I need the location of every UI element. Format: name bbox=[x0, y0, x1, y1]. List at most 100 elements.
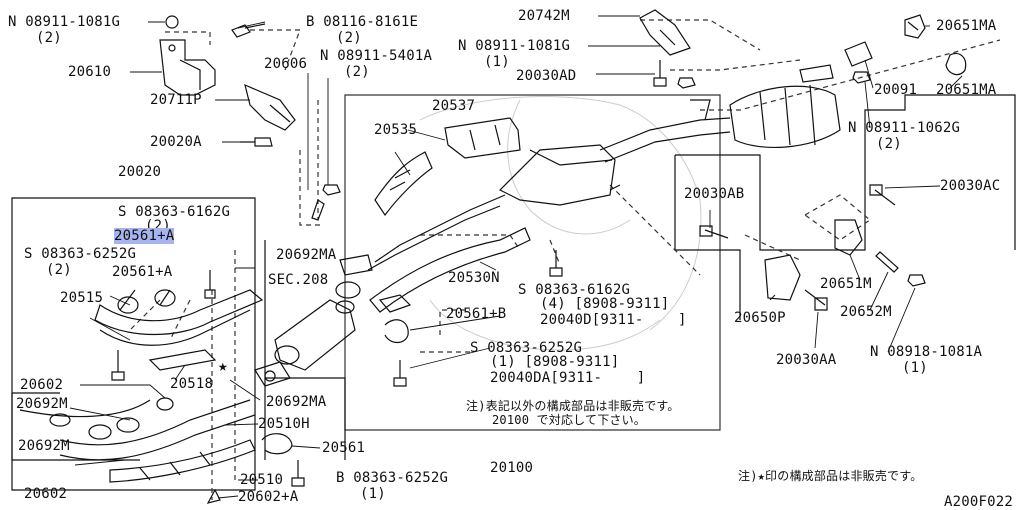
label-qty: (2) bbox=[46, 262, 72, 278]
bolt-20030ac bbox=[869, 184, 896, 206]
nut-08918-1081a bbox=[907, 274, 926, 287]
rear-muffler bbox=[690, 64, 841, 148]
label-qty: (2) bbox=[344, 64, 370, 80]
note-star-non-sale: 注)★印の構成部品は非販売です。 bbox=[738, 469, 923, 483]
label-n08918-1081a: N 08918-1081A bbox=[870, 344, 983, 360]
label-20602-a: 20602+A bbox=[238, 489, 299, 505]
label-20692ma: 20692MA bbox=[276, 247, 337, 263]
label-20602: 20602 bbox=[20, 377, 64, 393]
star-marker: ★ bbox=[218, 356, 228, 375]
bolt-20030ab bbox=[699, 225, 729, 239]
mount-20651ma-a bbox=[904, 14, 926, 39]
note-use-20100: 20100 で対応して下さい。 bbox=[492, 413, 646, 427]
label-s08363-6252g: S 08363-6252G bbox=[24, 246, 137, 262]
label-20040da: 20040DA[9311- ] bbox=[490, 370, 646, 386]
bolt-20040da bbox=[393, 360, 407, 387]
label-s08363-6162g: S 08363-6162G bbox=[518, 282, 631, 298]
bracket-20610 bbox=[159, 39, 216, 96]
label-20692m: 20692M bbox=[16, 396, 68, 412]
watermark-emblem bbox=[419, 96, 702, 351]
label-b08363-6252g: B 08363-6252G bbox=[336, 470, 449, 486]
label-qty-range: (1) [8908-9311] bbox=[490, 354, 620, 370]
label-sec208: SEC.208 bbox=[268, 272, 329, 288]
bolt-08363-6252g-b bbox=[291, 460, 305, 487]
label-20650p: 20650P bbox=[734, 310, 786, 326]
clamp-20561 bbox=[261, 433, 293, 455]
label-20651ma: 20651MA bbox=[936, 18, 997, 34]
heat-shield-20535 bbox=[374, 151, 433, 217]
label-20537: 20537 bbox=[432, 98, 476, 114]
cap-20091 bbox=[844, 41, 873, 67]
mount-20651ma-b bbox=[945, 52, 967, 76]
label-20510: 20510 bbox=[240, 472, 284, 488]
frame-sec208 bbox=[264, 240, 346, 460]
bracket-20711p bbox=[244, 83, 296, 131]
label-20030ad: 20030AD bbox=[516, 68, 577, 84]
label-20652m: 20652M bbox=[840, 304, 892, 320]
rod-20652m bbox=[875, 251, 899, 273]
nut-08911-1081g-b bbox=[677, 77, 696, 89]
label-b08116-8161e: B 08116-8161E bbox=[306, 14, 419, 30]
bolt-08363-6252g-a bbox=[111, 350, 125, 381]
catalytic-converter bbox=[254, 281, 361, 387]
label-20561-a: 20561+A bbox=[112, 264, 173, 280]
heat-shield-20537 bbox=[444, 117, 521, 159]
label-20561-b: 20561+B bbox=[446, 306, 507, 322]
label-20692m: 20692M bbox=[18, 438, 70, 454]
clamp-20561b bbox=[384, 319, 409, 344]
bolt-20030ad bbox=[653, 60, 667, 87]
label-qty: (2) bbox=[336, 30, 362, 46]
label-20561: 20561 bbox=[322, 440, 366, 456]
nut-08911-5401 bbox=[322, 184, 341, 196]
label-20100: 20100 bbox=[490, 460, 534, 476]
mount-20650p bbox=[764, 254, 801, 301]
label-qty: (1) bbox=[360, 486, 386, 502]
nut-08911-1062g bbox=[852, 71, 871, 84]
mount-20651m bbox=[834, 219, 863, 256]
label-qty: (2) bbox=[36, 30, 62, 46]
label-n08911-5401a: N 08911-5401A bbox=[320, 48, 433, 64]
label-20602: 20602 bbox=[24, 486, 68, 502]
label-20030ac: 20030AC bbox=[940, 178, 1001, 194]
label-20561-a-highlighted[interactable]: 20561+A bbox=[114, 228, 175, 244]
label-20742m: 20742M bbox=[518, 8, 570, 24]
label-20515: 20515 bbox=[60, 290, 104, 306]
label-20711p: 20711P bbox=[150, 92, 202, 108]
frame-right-lower bbox=[674, 155, 741, 320]
diagram-code: A200F022 bbox=[944, 494, 1014, 510]
label-20518: 20518 bbox=[170, 376, 214, 392]
label-qty: (2) bbox=[876, 136, 902, 152]
bolt-20040d bbox=[549, 250, 563, 277]
label-20030aa: 20030AA bbox=[776, 352, 837, 368]
center-pipe-20530n bbox=[339, 194, 531, 313]
frame-20100 bbox=[344, 94, 721, 431]
label-n08911-1081g: N 08911-1081G bbox=[458, 38, 571, 54]
front-pipe-20020 bbox=[19, 289, 264, 504]
bolt-08363-6162g-a bbox=[204, 270, 216, 299]
label-20610: 20610 bbox=[68, 64, 112, 80]
label-20651ma: 20651MA bbox=[936, 82, 997, 98]
label-qty-range: (4) [8908-9311] bbox=[540, 296, 670, 312]
label-20040d: 20040D[9311- ] bbox=[540, 312, 687, 328]
note-non-sale-parts: 注)表記以外の構成部品は非販売です。 bbox=[466, 399, 680, 413]
bolt-20030aa bbox=[804, 289, 828, 311]
bolt-08116 bbox=[231, 23, 266, 38]
frame-muffler bbox=[675, 94, 1016, 251]
label-s08363-6162g: S 08363-6162G bbox=[118, 204, 231, 220]
label-qty: (1) bbox=[484, 54, 510, 70]
nut-08911 bbox=[165, 15, 179, 29]
label-20530n: 20530N bbox=[448, 270, 500, 286]
label-20510h: 20510H bbox=[258, 416, 310, 432]
label-20030ab: 20030AB bbox=[684, 186, 745, 202]
label-n08911-1081g: N 08911-1081G bbox=[8, 14, 121, 30]
stud-20606 bbox=[311, 199, 325, 221]
label-20606: 20606 bbox=[264, 56, 308, 72]
label-20091: 20091 bbox=[874, 82, 918, 98]
hanger-20742m bbox=[639, 9, 691, 56]
label-20535: 20535 bbox=[374, 122, 418, 138]
label-qty: (1) bbox=[902, 360, 928, 376]
label-20651m: 20651M bbox=[820, 276, 872, 292]
label-20020a: 20020A bbox=[150, 134, 202, 150]
label-n08911-1062g: N 08911-1062G bbox=[848, 120, 961, 136]
